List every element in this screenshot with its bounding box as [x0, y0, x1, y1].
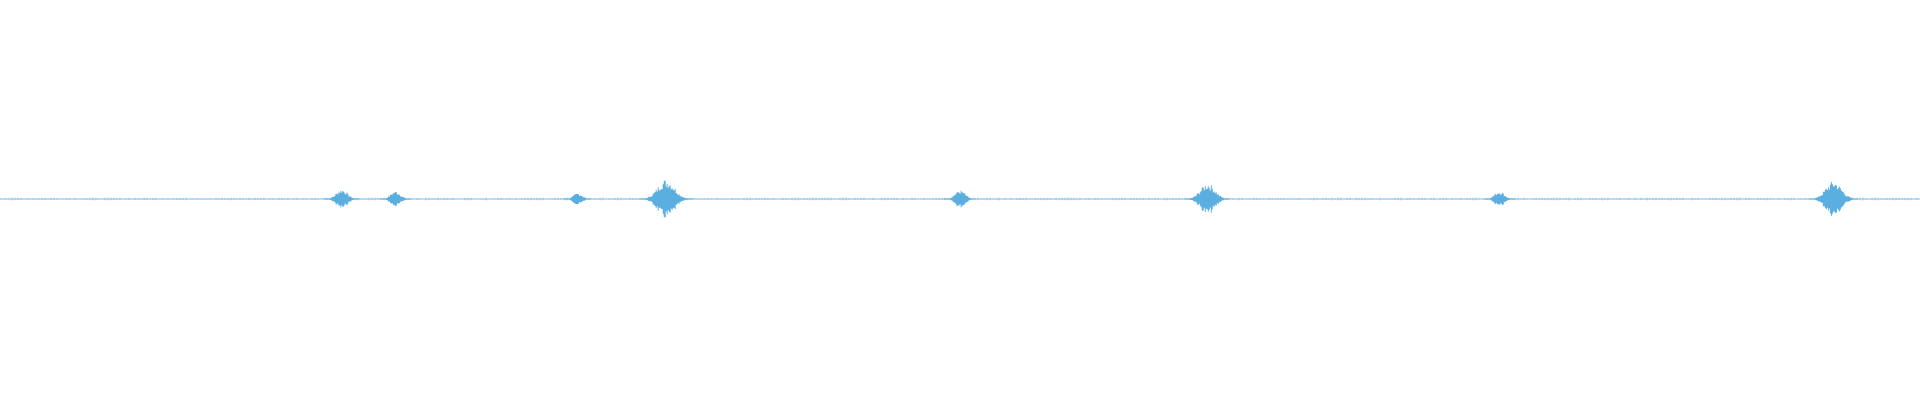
waveform-burst — [379, 191, 411, 207]
waveform-burst — [1184, 185, 1230, 213]
waveform-noise — [0, 197, 1918, 201]
waveform-bursts — [0, 180, 1918, 218]
waveform-burst — [1483, 193, 1515, 205]
waveform-burst — [564, 194, 591, 204]
